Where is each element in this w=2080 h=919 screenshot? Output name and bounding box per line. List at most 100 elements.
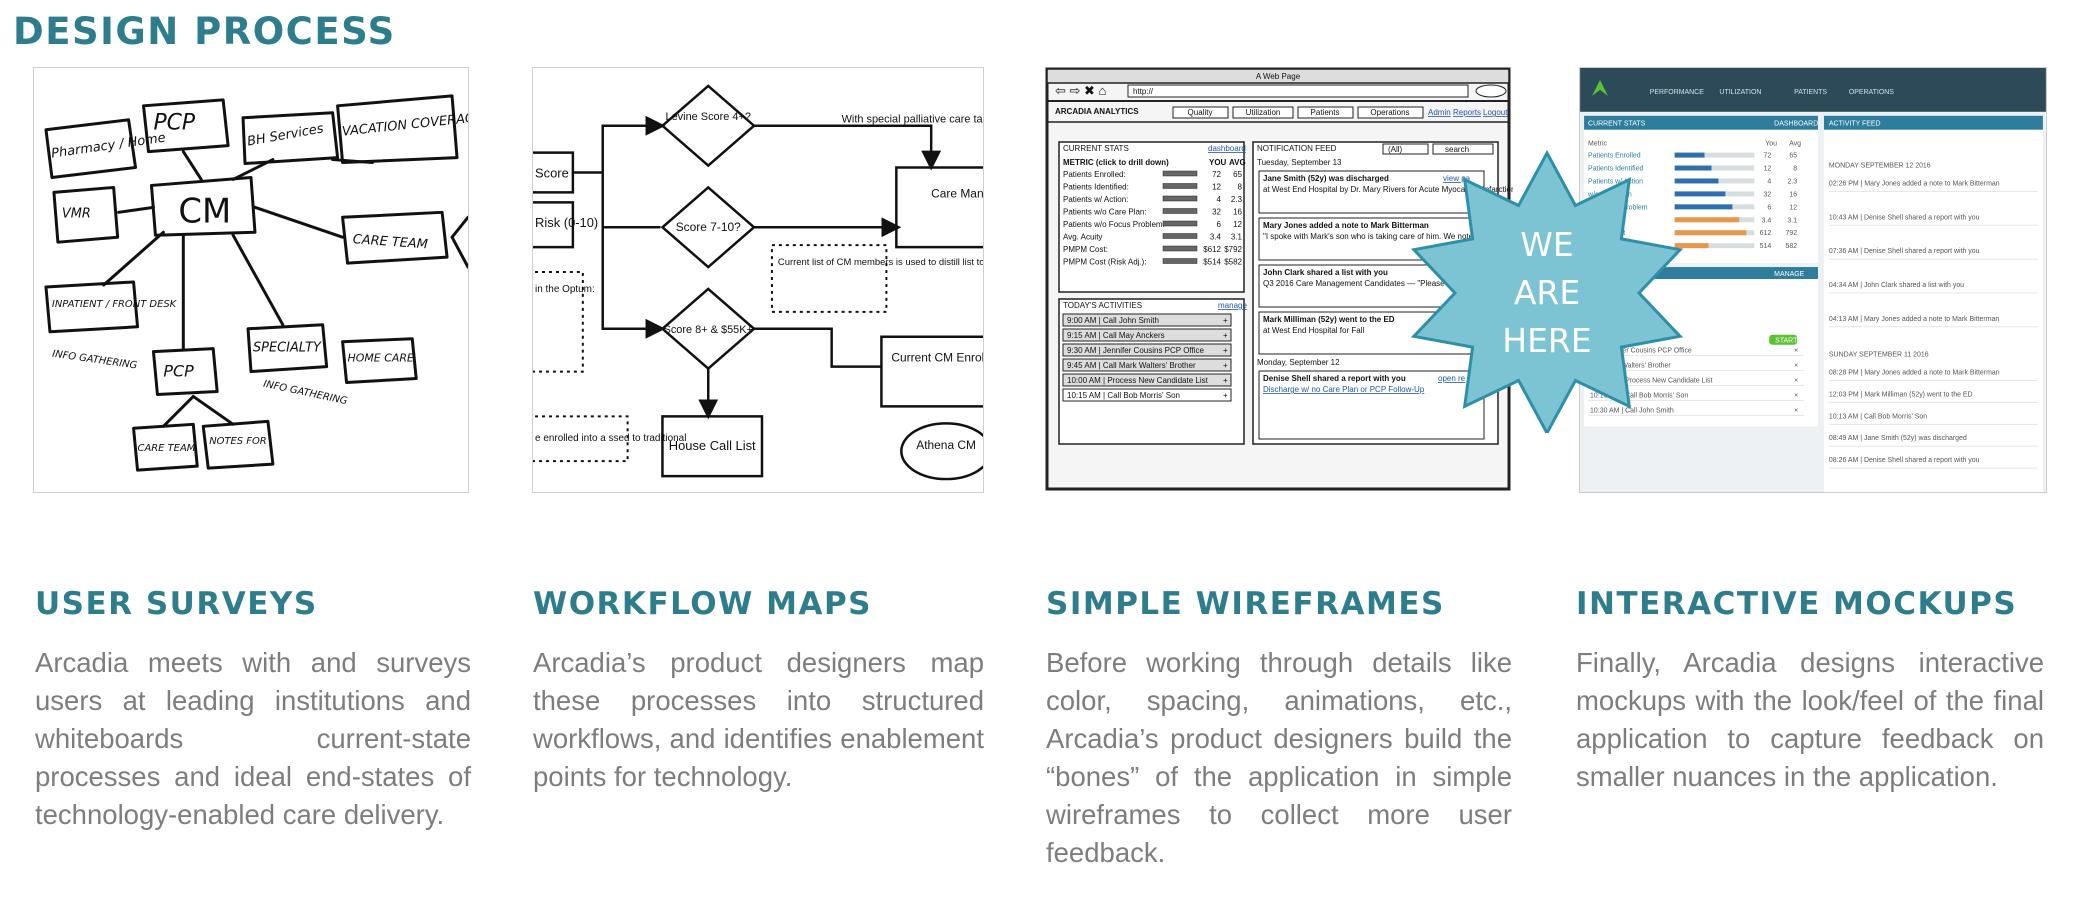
mk-metric-bar <box>1674 217 1740 223</box>
wf-url-bar[interactable] <box>1127 84 1469 98</box>
mk-nav[interactable]: PATIENTS <box>1794 89 1827 96</box>
mk-metric-label[interactable]: Patients Identified <box>1588 166 1643 173</box>
mk-activity-close-icon[interactable]: × <box>1794 363 1798 370</box>
mk-day1: MONDAY SEPTEMBER 12 2016 <box>1829 163 1931 170</box>
page-title: DESIGN PROCESS <box>13 10 396 53</box>
wf-metric-label[interactable]: Avg. Acuity <box>1063 233 1102 242</box>
wf-tabs[interactable]: Quality Utilization Patients Operations <box>1172 106 1424 119</box>
mk-feed-item[interactable]: 08:26 AM | Denise Shell shared a report … <box>1829 457 1980 464</box>
wf-link[interactable]: Admin <box>1428 108 1451 117</box>
mk-nav[interactable]: UTILIZATION <box>1719 89 1761 96</box>
mk-day2: SUNDAY SEPTEMBER 11 2016 <box>1829 352 1929 359</box>
wf-tab[interactable]: Operations <box>1370 108 1409 117</box>
mk-activity[interactable]: 10:00 AM | Process New Candidate List <box>1590 378 1712 385</box>
mk-feed-item[interactable]: 10:13 AM | Call Bob Morris' Son <box>1829 413 1927 420</box>
mk-feed-item[interactable]: 04:34 AM | John Clark shared a list with… <box>1829 282 1964 289</box>
mk-feed-item[interactable]: 08:49 AM | Jane Smith (52y) was discharg… <box>1829 435 1967 442</box>
wf-feed-last-open[interactable]: open re <box>1438 374 1466 383</box>
wf-activities-link[interactable]: manage <box>1218 301 1247 310</box>
wf-metric-label[interactable]: Patients Identified: <box>1063 183 1129 192</box>
mk-nav[interactable]: PERFORMANCE <box>1650 89 1704 96</box>
mk-feed-item[interactable]: 02:26 PM | Mary Jones added a note to Ma… <box>1829 180 2000 187</box>
wf-activity-add-icon[interactable]: + <box>1223 331 1228 340</box>
wf-brand: ARCADIA ANALYTICS <box>1055 107 1139 116</box>
mk-metric-label[interactable]: Patients Enrolled <box>1588 153 1641 160</box>
wf-metric-bar <box>1162 195 1198 202</box>
wf-activity-add-icon[interactable]: + <box>1223 391 1228 400</box>
wf-metric-bar <box>1162 183 1198 189</box>
wf-activity-row[interactable] <box>1062 328 1232 342</box>
mk-metric-you: 12 <box>1763 166 1771 173</box>
column-heading-workflow-maps: WORKFLOW MAPS <box>533 586 872 622</box>
mk-activity-close-icon[interactable]: × <box>1794 392 1798 399</box>
column-text-interactive-mockups: Finally, Arcadia designs interactive moc… <box>1576 647 2044 792</box>
mk-start-button[interactable] <box>1769 334 1798 345</box>
wf-metric-you: 12 <box>1212 183 1221 192</box>
mk-manage[interactable]: MANAGE <box>1774 271 1804 278</box>
wf-metric-label[interactable]: PMPM Cost: <box>1063 245 1108 254</box>
wf-metric-you: $514 <box>1203 258 1221 267</box>
wf-activity-row[interactable] <box>1062 313 1232 327</box>
wf-metric-avg: 3.1 <box>1231 233 1243 242</box>
mk-feed-item[interactable]: 04:13 AM | Mary Jones added a note to Ma… <box>1829 316 1999 323</box>
mk-feed-item[interactable]: 07:36 AM | Denise Shell shared a report … <box>1829 248 1980 255</box>
mk-avg: Avg <box>1789 141 1801 148</box>
wf-activity-add-icon[interactable]: + <box>1223 346 1228 355</box>
wf-metric-avg: 12 <box>1233 220 1242 229</box>
wf-feed-link[interactable]: view pa <box>1443 174 1471 183</box>
column-heading-simple-wireframes: SIMPLE WIREFRAMES <box>1046 586 1445 622</box>
mk-stats-link[interactable]: DASHBOARD <box>1774 121 1818 128</box>
wf-metric-label[interactable]: Patients w/ Action: <box>1063 195 1128 204</box>
wf-activity-add-icon[interactable]: + <box>1223 361 1228 370</box>
wf-score-710: Score 7-10? <box>676 220 741 234</box>
wf-nav-icons[interactable]: ⇦ ⇨ ✖ ⌂ <box>1055 83 1106 98</box>
wf-activity-add-icon[interactable]: + <box>1223 376 1228 385</box>
mk-activity-close-icon[interactable]: × <box>1794 378 1798 385</box>
mk-activity[interactable]: Call Mark Walters' Brother <box>1590 363 1671 370</box>
mk-metric-avg: 792 <box>1785 230 1797 237</box>
wf-metric-bar <box>1162 220 1198 227</box>
wf-feed-item[interactable] <box>1258 170 1485 214</box>
wf-activity-label: 9:45 AM | Call Mark Walters' Brother <box>1067 361 1196 370</box>
wf-feed-body: "I spoke with Mark's son who is taking c… <box>1263 232 1513 241</box>
wf-tab[interactable]: Patients <box>1311 108 1340 117</box>
wf-activity-add-icon[interactable]: + <box>1223 316 1228 325</box>
wf-metric-avg: 16 <box>1233 208 1242 217</box>
column-text-workflow-maps: Arcadia’s product designers map these pr… <box>533 647 984 792</box>
wf-activity-row[interactable] <box>1062 373 1232 387</box>
wf-feed-body: Q3 2016 Care Management Candidates — "Pl… <box>1263 279 1513 288</box>
mk-metric-label[interactable]: Patients w/ Action <box>1588 178 1643 185</box>
wf-metric-label[interactable]: Patients w/o Focus Problem: <box>1063 220 1165 229</box>
wf-tab[interactable]: Quality <box>1188 108 1213 117</box>
mk-feed-item[interactable]: 08:28 PM | Mary Jones added a note to Ma… <box>1829 370 2000 377</box>
wf-activity-row[interactable] <box>1062 388 1232 402</box>
wf-metric-label[interactable]: Patients w/o Care Plan: <box>1063 208 1147 217</box>
wf-activity-row[interactable] <box>1062 343 1232 357</box>
wf-metric-label[interactable]: Patients Enrolled: <box>1063 170 1126 179</box>
mk-metric-you: 4 <box>1767 178 1771 185</box>
mk-activity[interactable]: Call Jennifer Cousins PCP Office <box>1590 348 1692 355</box>
wf-metric-avg: 2.3 <box>1231 195 1243 204</box>
wf-feed-filter[interactable]: (All) <box>1388 145 1403 154</box>
wf-activity-row[interactable] <box>1062 358 1232 372</box>
wf-metric-avg: $792 <box>1224 245 1242 254</box>
wf-feed-search[interactable]: search <box>1445 145 1469 154</box>
wf-feed-last-link[interactable]: Discharge w/ no Care Plan or PCP Follow-… <box>1263 385 1425 394</box>
wf-link[interactable]: Logout <box>1483 108 1508 117</box>
wf-link[interactable]: Reports <box>1453 108 1481 117</box>
mk-activity-close-icon[interactable]: × <box>1794 407 1798 414</box>
mk-activity[interactable]: 10:15 AM | Call Bob Morris' Son <box>1590 392 1688 399</box>
mk-nav[interactable]: OPERATIONS <box>1849 89 1894 96</box>
mk-feed-item[interactable]: 12:03 PM | Mark Milliman (52y) went to t… <box>1829 391 1973 398</box>
wf-stats-link[interactable]: dashboard <box>1208 144 1246 153</box>
mk-metric-avg: 12 <box>1789 204 1797 211</box>
wf-metric-label[interactable]: PMPM Cost (Risk Adj.): <box>1063 258 1147 267</box>
mk-activity[interactable]: 10:30 AM | Call John Smith <box>1590 407 1674 414</box>
wf-avg: AVG <box>1229 158 1246 167</box>
wf-tab[interactable]: Utilization <box>1246 108 1281 117</box>
mk-metric-track <box>1674 152 1755 158</box>
mk-activity-close-icon[interactable]: × <box>1794 348 1798 355</box>
star-shape <box>1410 149 1684 433</box>
wf-feed-title: Mark Milliman (52y) went to the ED <box>1263 315 1395 324</box>
mk-feed-item[interactable]: 10:43 AM | Denise Shell shared a report … <box>1829 214 1980 221</box>
